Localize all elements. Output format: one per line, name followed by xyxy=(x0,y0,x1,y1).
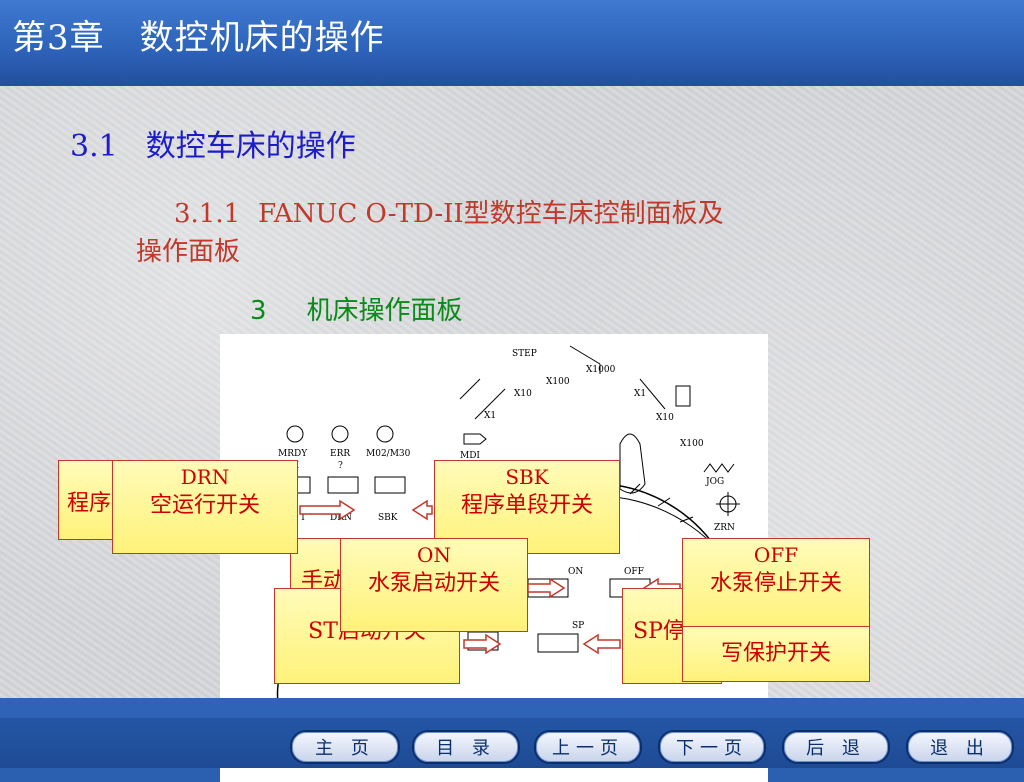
prev-page-button[interactable]: 上一页 xyxy=(534,730,642,764)
callout-off-desc: 水泵停止开关 xyxy=(709,571,842,596)
section-heading: 3.1 数控车床的操作 xyxy=(70,121,356,165)
label-zrn: ZRN xyxy=(714,523,735,533)
section-number: 3.1 xyxy=(70,129,118,164)
exit-button[interactable]: 退 出 xyxy=(906,730,1014,764)
callout-on-code: ON xyxy=(417,543,451,567)
label-off: OFF xyxy=(624,567,644,577)
callout-pump-on: ON 水泵启动开关 xyxy=(340,538,528,632)
callout-write-protect: 写保护开关 xyxy=(682,626,870,682)
slide-body: 3.1 数控车床的操作 3.1.1 FANUC O-TD-II型数控车床控制面板及 … xyxy=(0,86,1024,782)
navigation-bar: 主 页 目 录 上一页 下一页 后 退 退 出 xyxy=(0,718,1024,768)
bottom-band xyxy=(0,698,1024,718)
label-x1000: X1000 xyxy=(586,365,616,375)
label-x10-right: X10 xyxy=(656,413,674,423)
label-x1-left: X1 xyxy=(484,411,496,421)
back-button[interactable]: 后 退 xyxy=(782,730,890,764)
label-x10-top: X10 xyxy=(514,389,532,399)
callout-sbk-desc: 程序单段开关 xyxy=(460,493,593,518)
label-x100-top: X100 xyxy=(546,377,570,387)
label-m02m30: M02/M30 xyxy=(366,449,411,459)
label-x1-right: X1 xyxy=(634,389,646,399)
subsection-title-line2: 操作面板 xyxy=(136,236,241,267)
label-q: ? xyxy=(338,461,343,471)
label-x100-right: X100 xyxy=(680,439,704,449)
label-err: ERR xyxy=(330,449,350,459)
section-title: 数控车床的操作 xyxy=(145,129,356,164)
chapter-title: 第3章 数控机床的操作 xyxy=(12,18,385,58)
callout-sbk-code: SBK xyxy=(505,465,549,489)
title-bar: 第3章 数控机床的操作 xyxy=(0,0,1024,86)
callout-drn-desc: 空运行开关 xyxy=(149,493,260,518)
label-on: ON xyxy=(568,567,583,577)
label-t: T xyxy=(300,513,306,523)
label-step: STEP xyxy=(512,349,537,359)
label-sbk: SBK xyxy=(378,513,398,523)
subsubsection-heading: 3 机床操作面板 xyxy=(250,290,463,327)
label-mrdy: MRDY xyxy=(278,449,308,459)
subsection-title-line1: FANUC O-TD-II型数控车床控制面板及 xyxy=(258,199,724,229)
toc-button[interactable]: 目 录 xyxy=(412,730,520,764)
subsubsection-title: 机床操作面板 xyxy=(306,296,463,326)
subsection-heading: 3.1.1 FANUC O-TD-II型数控车床控制面板及 操作面板 xyxy=(136,196,896,271)
label-mdi: MDI xyxy=(460,451,480,461)
label-sp: SP xyxy=(572,621,584,631)
subsection-number: 3.1.1 xyxy=(174,199,241,229)
callout-off-code: OFF xyxy=(753,543,799,567)
callout-pump-off: OFF 水泵停止开关 xyxy=(682,538,870,632)
label-jog: JOG xyxy=(705,477,724,487)
callout-drn: DRN 空运行开关 xyxy=(112,460,298,554)
home-button[interactable]: 主 页 xyxy=(290,730,400,764)
callout-drn-code: DRN xyxy=(180,465,230,489)
subsubsection-number: 3 xyxy=(250,296,267,326)
next-page-button[interactable]: 下一页 xyxy=(658,730,766,764)
callout-on-desc: 水泵启动开关 xyxy=(367,571,500,596)
